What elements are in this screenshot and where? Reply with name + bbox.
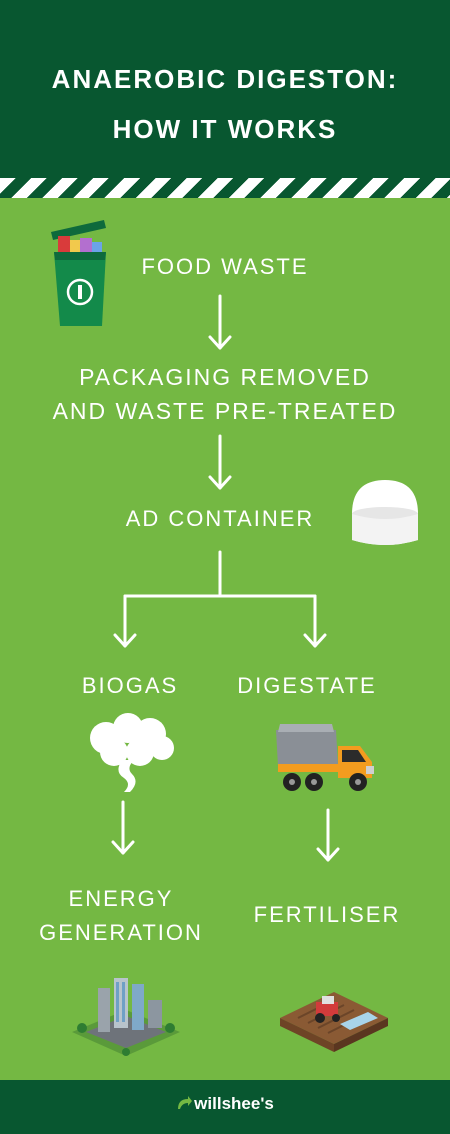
arrow-food-to-packaging xyxy=(208,294,232,350)
arrow-packaging-to-container xyxy=(208,434,232,490)
dome-container-icon xyxy=(352,480,418,545)
label-fertiliser: FERTILISER xyxy=(253,902,401,927)
label-energy-line-1: ENERGY xyxy=(68,886,174,911)
recycling-bin-icon xyxy=(51,220,106,326)
arrow-digestate-to-fertiliser xyxy=(316,808,340,862)
title-line-1: ANAEROBIC DIGESTON: xyxy=(51,64,399,94)
label-food-waste: FOOD WASTE xyxy=(141,254,309,279)
label-biogas: BIOGAS xyxy=(81,673,179,698)
header-banner: ANAEROBIC DIGESTON: HOW IT WORKS xyxy=(0,0,450,178)
dump-truck-icon xyxy=(276,724,374,791)
gas-cloud-icon xyxy=(90,713,174,792)
label-energy-line-2: GENERATION xyxy=(39,920,203,945)
arrow-biogas-to-energy xyxy=(111,800,135,855)
title-line-2: HOW IT WORKS xyxy=(112,114,338,144)
label-packaging-line-2: AND WASTE PRE-TREATED xyxy=(52,398,398,424)
striped-divider xyxy=(0,178,450,198)
label-ad-container: AD CONTAINER xyxy=(125,506,315,531)
label-packaging-line-1: PACKAGING REMOVED xyxy=(79,364,371,390)
brand-name: willshee's xyxy=(194,1094,274,1113)
power-plant-icon xyxy=(72,978,180,1056)
footer-bar: willshee's xyxy=(0,1080,450,1134)
arrow-container-split xyxy=(113,550,327,648)
label-digestate: DIGESTATE xyxy=(237,673,377,698)
brand-logo: willshee's xyxy=(0,1094,450,1114)
farm-field-icon xyxy=(280,992,388,1052)
brand-arrow-icon xyxy=(178,1096,193,1109)
